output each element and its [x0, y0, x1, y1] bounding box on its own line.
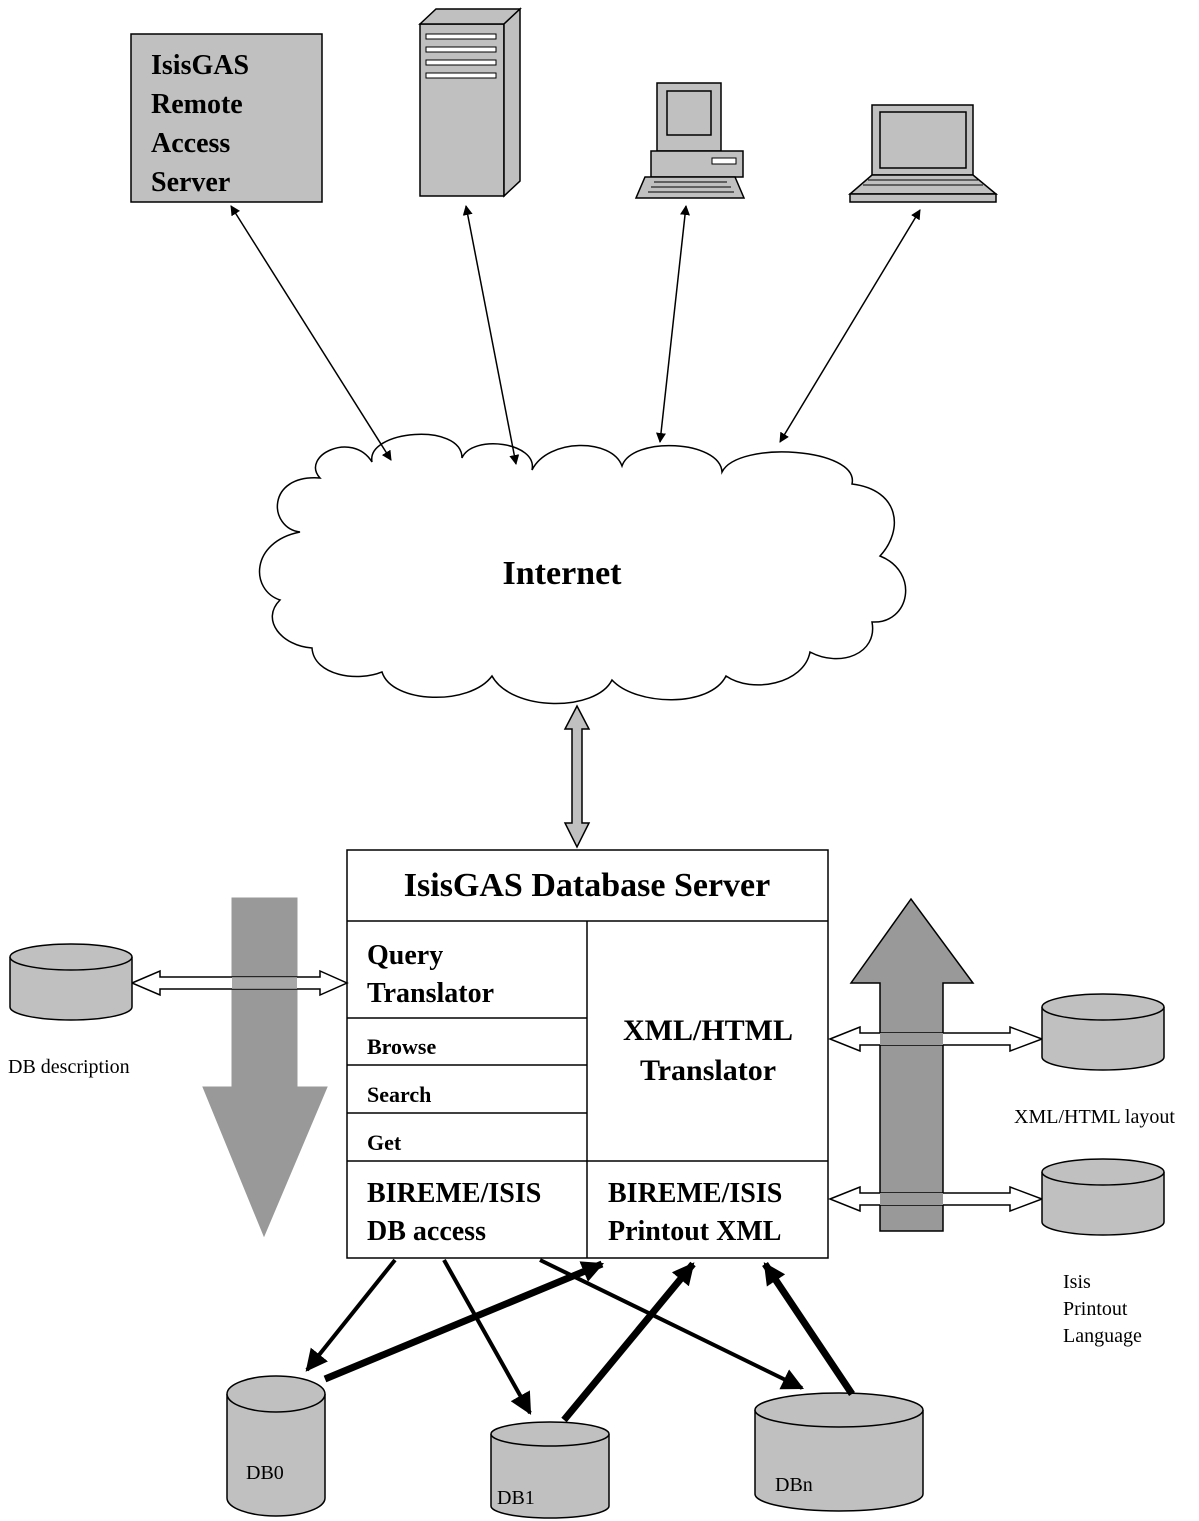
big-up-arrow	[849, 897, 975, 1232]
db-server-title: IsisGAS Database Server	[404, 867, 770, 904]
remote-server-line-2: Remote	[151, 89, 243, 120]
internet-server-double-arrow	[563, 704, 591, 849]
xml-layout-label: XML/HTML layout	[1014, 1106, 1175, 1128]
xml-translator-line-1: XML/HTML	[623, 1014, 793, 1047]
xml-layout-cylinder	[1041, 993, 1165, 1071]
laptop-icon	[847, 104, 999, 203]
op-search: Search	[367, 1082, 431, 1107]
db-access-line-1: BIREME/ISIS	[367, 1178, 541, 1209]
db1-label: DB1	[497, 1487, 535, 1509]
link-access-db0	[305, 1258, 397, 1372]
link-remote-server	[230, 205, 392, 461]
printout-xml-line-2: Printout XML	[608, 1216, 781, 1247]
db1-cylinder	[490, 1421, 610, 1519]
link-db1-printout	[561, 1261, 696, 1423]
op-get: Get	[367, 1130, 402, 1155]
remote-server-line-1: IsisGAS	[151, 50, 249, 81]
db-description-label: DB description	[8, 1056, 130, 1078]
printout-language-line-1: Isis	[1063, 1271, 1091, 1293]
link-desktop	[656, 205, 690, 443]
link-access-db1	[442, 1259, 532, 1415]
link-dbn-printout	[762, 1262, 855, 1396]
printout-language-line-3: Language	[1063, 1325, 1142, 1347]
printout-xml-line-1: BIREME/ISIS	[608, 1178, 782, 1209]
internet-label: Internet	[503, 555, 623, 592]
db0-label: DB0	[246, 1462, 284, 1484]
dbn-cylinder	[754, 1392, 924, 1512]
xml-translator-line-2: Translator	[640, 1054, 776, 1087]
database-server-box: IsisGAS Database Server Query Translator…	[346, 849, 829, 1259]
remote-server-line-3: Access	[151, 128, 230, 159]
network-links	[230, 205, 921, 465]
db-description-cylinder	[9, 943, 133, 1021]
big-down-arrow	[202, 897, 328, 1238]
internet-cloud: Internet	[258, 433, 907, 705]
op-browse: Browse	[367, 1034, 436, 1059]
link-db0-printout	[323, 1260, 605, 1383]
link-tower-server	[462, 205, 520, 465]
printout-language-line-2: Printout	[1063, 1298, 1128, 1320]
remote-server-line-4: Server	[151, 167, 230, 198]
printout-language-cylinder	[1041, 1158, 1165, 1236]
link-laptop	[779, 209, 921, 443]
tower-server-icon	[418, 7, 522, 198]
printout-links	[323, 1260, 855, 1423]
desktop-computer-icon	[634, 82, 746, 199]
link-access-dbn	[539, 1258, 804, 1390]
query-translator-line-1: Query	[367, 940, 443, 971]
remote-access-server: IsisGAS Remote Access Server	[130, 33, 323, 203]
dbn-label: DBn	[775, 1474, 813, 1496]
db-access-line-2: DB access	[367, 1216, 486, 1247]
query-translator-line-2: Translator	[367, 978, 494, 1009]
db0-cylinder	[226, 1375, 326, 1517]
